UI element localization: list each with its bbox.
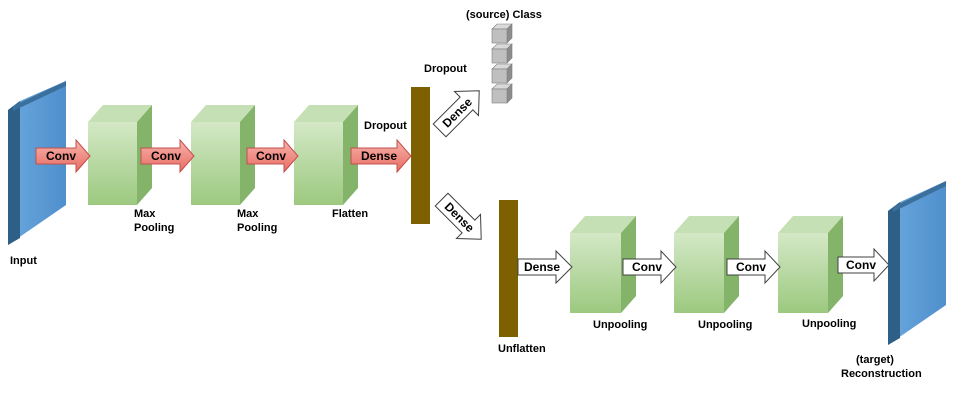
unpooling-3-label: Unpooling — [802, 318, 856, 330]
conv-arrow-2-label: Conv — [151, 149, 181, 163]
class-box-2 — [491, 43, 513, 64]
max-pooling-2-label-a: Max — [237, 208, 259, 220]
deconv-arrow-1-label: Conv — [632, 260, 662, 274]
reconstruction-label: Reconstruction — [841, 368, 922, 380]
conv-arrow-2: Conv — [140, 138, 195, 174]
max-pooling-1-label-b: Pooling — [134, 222, 174, 234]
dropout-mid-label: Dropout — [364, 120, 407, 132]
dense-arrow-decoder: Dense — [434, 192, 482, 240]
dense-arrow-unflatten-label: Dense — [524, 260, 560, 274]
class-box-4 — [491, 83, 513, 104]
conv-arrow-1: Conv — [35, 138, 91, 174]
encoder-cube-2 — [191, 105, 255, 205]
class-box-1 — [491, 23, 513, 44]
input-label: Input — [10, 255, 37, 267]
reconstruction-plane — [888, 181, 946, 345]
class-box-3 — [491, 63, 513, 84]
encoder-cube-3 — [294, 105, 358, 205]
deconv-arrow-3-label: Conv — [846, 258, 876, 272]
unflatten-bar — [499, 200, 518, 337]
dense-arrow-encoder: Dense — [350, 138, 412, 174]
dense-arrow-encoder-label: Dense — [361, 149, 397, 163]
conv-arrow-1-label: Conv — [46, 149, 76, 163]
deconv-arrow-3: Conv — [837, 247, 890, 283]
flatten-label: Flatten — [332, 208, 368, 220]
flatten-bar — [411, 87, 430, 224]
deconv-arrow-2: Conv — [726, 249, 781, 285]
dropout-top-label: Dropout — [424, 63, 467, 75]
deconv-arrow-1: Conv — [622, 249, 677, 285]
conv-arrow-3: Conv — [246, 138, 299, 174]
dense-arrow-class: Dense — [432, 90, 480, 138]
unflatten-label: Unflatten — [498, 343, 546, 355]
dense-arrow-unflatten: Dense — [517, 249, 573, 285]
unpooling-2-label: Unpooling — [698, 319, 752, 331]
class-box-stack — [491, 23, 513, 104]
target-label: (target) — [856, 354, 894, 366]
decoder-cube-3 — [778, 216, 843, 313]
max-pooling-1-label-a: Max — [134, 208, 156, 220]
source-class-label: (source) Class — [466, 9, 542, 21]
conv-arrow-3-label: Conv — [256, 149, 286, 163]
deconv-arrow-2-label: Conv — [736, 260, 766, 274]
unpooling-1-label: Unpooling — [593, 319, 647, 331]
max-pooling-2-label-b: Pooling — [237, 222, 277, 234]
